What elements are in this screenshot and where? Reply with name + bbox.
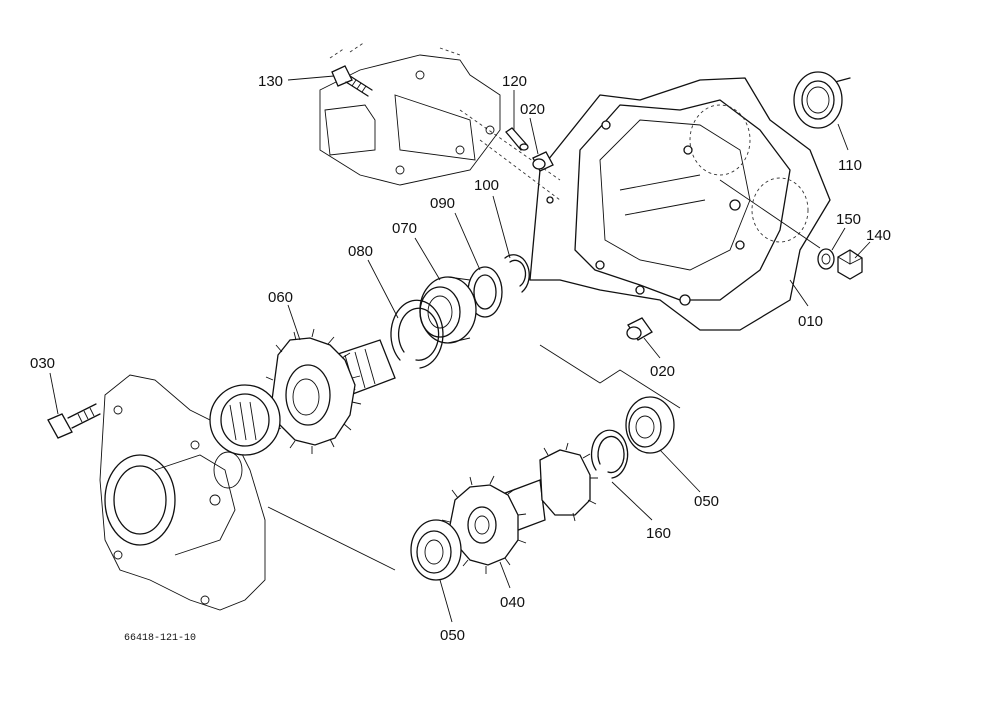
label-120: 120	[502, 73, 527, 90]
part-150-washer	[817, 248, 835, 270]
part-upper-housing	[319, 41, 561, 201]
part-010-case	[529, 77, 851, 331]
part-120-pin	[505, 127, 529, 151]
label-060: 060	[268, 289, 293, 306]
part-050-bearing-left	[410, 519, 462, 581]
part-130-bolt	[331, 65, 373, 97]
label-020-upper: 020	[520, 101, 545, 118]
label-150: 150	[836, 211, 861, 228]
label-070: 070	[392, 220, 417, 237]
part-060-gear-shaft	[265, 328, 396, 454]
part-040-gear-shaft	[441, 442, 598, 574]
label-160: 160	[646, 525, 671, 542]
part-080-circlip	[390, 299, 444, 369]
label-020-lower: 020	[650, 363, 675, 380]
part-front-cover	[99, 374, 281, 611]
label-110: 110	[838, 157, 862, 174]
label-130: 130	[258, 73, 283, 90]
assembly-lines	[267, 179, 821, 571]
part-020-dowel-lower	[626, 317, 653, 341]
label-090: 090	[430, 195, 455, 212]
part-110-oil-seal	[793, 71, 843, 129]
leader-lines	[49, 75, 871, 623]
reference-code: 66418-121-10	[124, 633, 196, 644]
part-labels: 130 120 020 110 100 090 070 080 060 150 …	[30, 73, 891, 644]
label-100: 100	[474, 177, 499, 194]
part-090-ring	[467, 266, 503, 318]
label-050-right: 050	[694, 493, 719, 510]
label-050-left: 050	[440, 627, 465, 644]
label-140: 140	[866, 227, 891, 244]
part-020-dowel-upper	[532, 151, 554, 172]
label-010: 010	[798, 313, 823, 330]
part-160-circlip	[590, 429, 629, 479]
part-100-circlip	[504, 254, 530, 293]
part-070-bearing	[419, 276, 477, 344]
part-030-bolt	[47, 403, 101, 439]
part-050-bearing-right	[625, 396, 675, 454]
label-080: 080	[348, 243, 373, 260]
label-040: 040	[500, 594, 525, 611]
label-030: 030	[30, 355, 55, 372]
